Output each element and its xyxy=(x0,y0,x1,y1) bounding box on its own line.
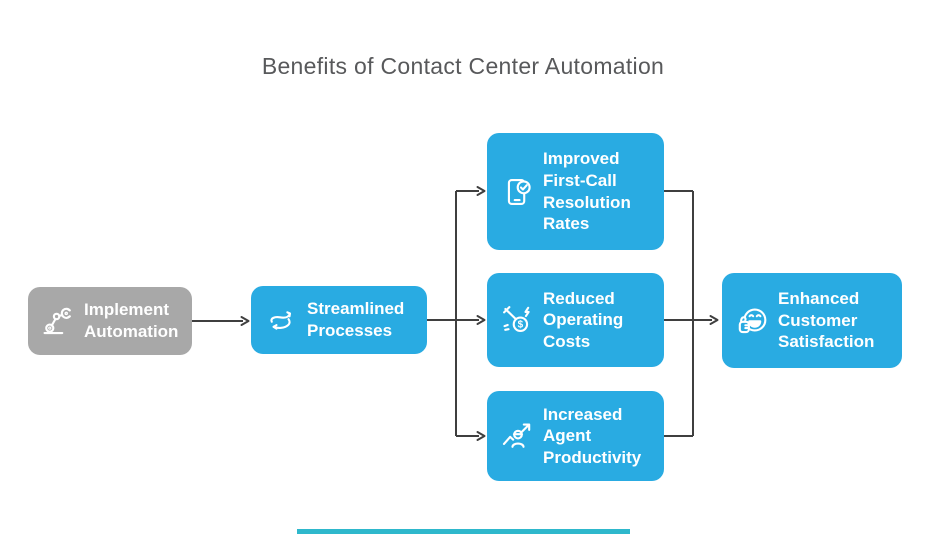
node-enhanced-customer-satisfaction: Enhanced Customer Satisfaction xyxy=(722,273,902,368)
diagram-title: Benefits of Contact Center Automation xyxy=(261,53,665,79)
node-improved-first-call-resolution-rates: Improved First-Call Resolution Rates xyxy=(487,133,664,250)
phone-check-icon xyxy=(500,175,534,209)
smile-thumbs-up-icon xyxy=(735,304,769,338)
node-label: Reduced Operating Costs xyxy=(543,288,624,351)
node-streamlined-processes: Streamlined Processes xyxy=(251,286,427,354)
node-label: Enhanced Customer Satisfaction xyxy=(778,289,875,352)
cost-cutting-icon: $ xyxy=(500,303,534,337)
node-label: Streamlined Processes xyxy=(307,299,405,340)
robot-arm-icon xyxy=(41,304,75,338)
bottom-accent-bar xyxy=(297,529,630,534)
agent-growth-icon xyxy=(500,419,534,453)
node-implement-automation: Implement Automation xyxy=(28,287,192,355)
streamline-arrows-icon xyxy=(264,303,298,337)
node-label: Increased Agent Productivity xyxy=(543,404,642,467)
node-increased-agent-productivity: Increased Agent Productivity xyxy=(487,391,664,481)
node-label: Implement Automation xyxy=(84,300,179,341)
node-reduced-operating-costs: $ Reduced Operating Costs xyxy=(487,273,664,367)
svg-text:$: $ xyxy=(518,320,524,331)
node-label: Improved First-Call Resolution Rates xyxy=(543,149,631,234)
